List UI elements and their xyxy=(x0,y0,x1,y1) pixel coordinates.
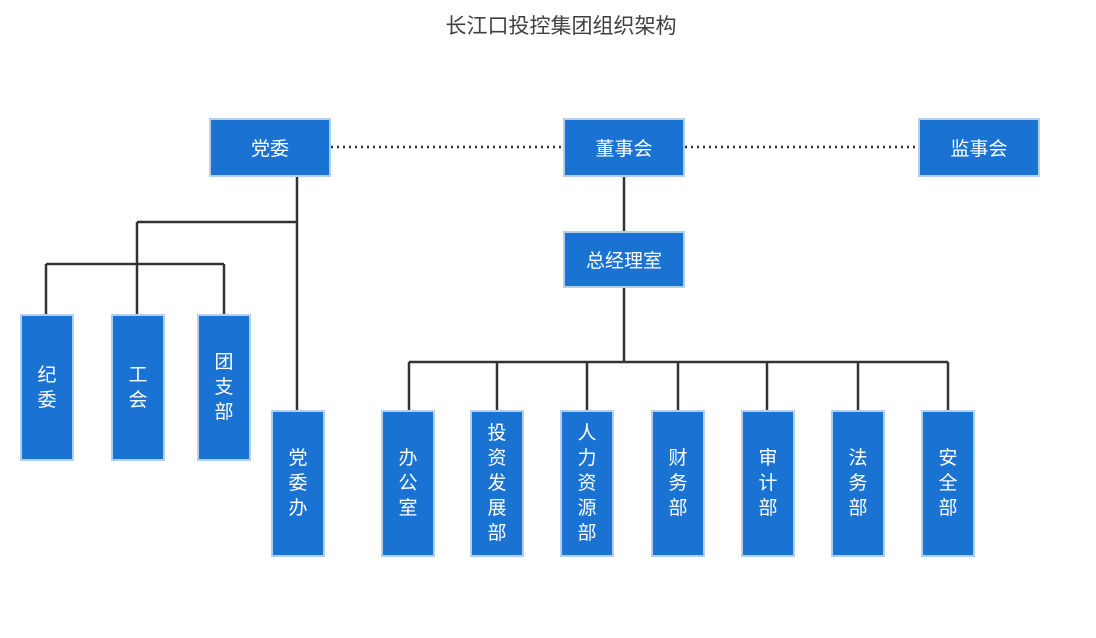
dept-char: 投 xyxy=(487,422,507,444)
chart-title: 长江口投控集团组织架构 xyxy=(445,14,677,38)
general-office-box: 办 公 室 xyxy=(381,410,435,557)
dept-char: 力 xyxy=(577,447,597,469)
dept-char: 务 xyxy=(848,472,868,494)
dept-char: 财 xyxy=(668,447,688,469)
party-unit-char: 党 xyxy=(288,447,308,469)
dept-char: 安 xyxy=(938,447,958,469)
dept-char: 室 xyxy=(398,497,418,519)
audit-box: 审 计 部 xyxy=(741,410,795,557)
dept-char: 全 xyxy=(938,472,958,494)
dept-char: 部 xyxy=(487,522,507,544)
dept-char: 法 xyxy=(848,447,868,469)
dept-char: 办 xyxy=(398,447,418,469)
party-office-box: 党 委 办 xyxy=(271,410,325,557)
legal-box: 法 务 部 xyxy=(831,410,885,557)
dept-char: 务 xyxy=(668,472,688,494)
dept-char: 人 xyxy=(577,422,597,444)
investment-development-box: 投 资 发 展 部 xyxy=(470,410,524,557)
dept-char: 审 xyxy=(758,447,778,469)
dept-char: 部 xyxy=(938,497,958,519)
dept-char: 部 xyxy=(848,497,868,519)
party-unit-char: 委 xyxy=(288,472,308,494)
dept-char: 计 xyxy=(758,472,778,494)
dept-char: 资 xyxy=(577,472,597,494)
board-box: 董事会 xyxy=(563,118,685,177)
party-unit-char: 部 xyxy=(214,401,234,423)
party-unit-char: 纪 xyxy=(37,363,57,386)
dept-char: 公 xyxy=(398,472,418,494)
party-committee-box: 党委 xyxy=(209,118,331,177)
party-tree-lines xyxy=(44,177,299,410)
dept-char: 展 xyxy=(487,497,507,519)
party-unit-char: 会 xyxy=(128,388,148,411)
finance-box: 财 务 部 xyxy=(651,410,705,557)
ceo-office-box: 总经理室 xyxy=(563,231,685,288)
dept-char: 部 xyxy=(577,522,597,544)
party-unit-char: 办 xyxy=(288,497,308,519)
youth-league-branch-box: 团 支 部 xyxy=(197,314,251,461)
board-tree-lines xyxy=(407,177,950,410)
dept-char: 发 xyxy=(487,472,507,494)
discipline-committee-box: 纪 委 xyxy=(20,314,74,461)
dept-char: 源 xyxy=(577,497,597,519)
party-unit-char: 支 xyxy=(214,376,234,398)
dept-char: 资 xyxy=(487,447,507,469)
supervisory-board-box: 监事会 xyxy=(918,118,1040,177)
party-unit-char: 委 xyxy=(37,388,57,411)
safety-box: 安 全 部 xyxy=(921,410,975,557)
dept-char: 部 xyxy=(668,497,688,519)
human-resources-box: 人 力 资 源 部 xyxy=(560,410,614,557)
labor-union-box: 工 会 xyxy=(111,314,165,461)
party-unit-char: 团 xyxy=(214,351,234,373)
dept-char: 部 xyxy=(758,497,778,519)
party-unit-char: 工 xyxy=(128,363,148,386)
